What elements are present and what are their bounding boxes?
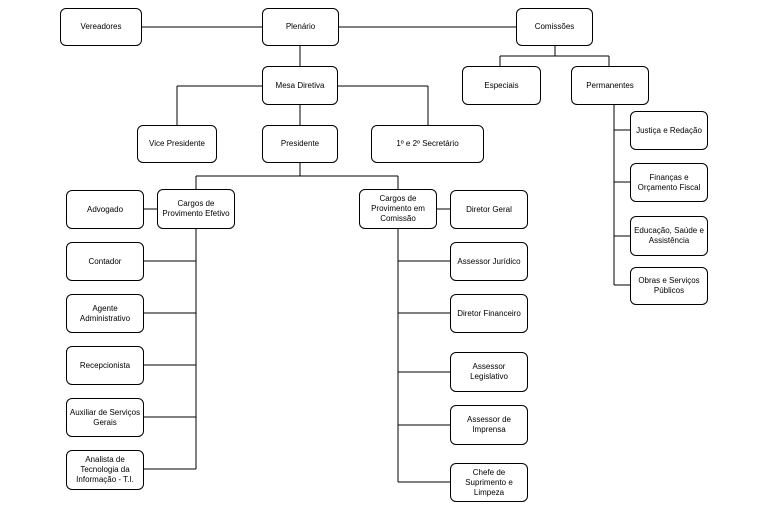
node-advogado: Advogado xyxy=(66,190,144,229)
node-assessor-imprensa: Assessor de Imprensa xyxy=(450,405,528,445)
node-chefe-suprimento: Chefe de Suprimento e Limpeza xyxy=(450,463,528,502)
node-agente-administrativo: Agente Administrativo xyxy=(66,294,144,333)
node-comissoes: Comissões xyxy=(516,8,593,46)
node-analista-ti: Analista de Tecnologia da Informação - T… xyxy=(66,450,144,490)
node-contador: Contador xyxy=(66,242,144,281)
node-assessor-legislativo: Assessor Legislativo xyxy=(450,352,528,392)
node-vice-presidente: Vice Presidente xyxy=(137,125,217,163)
node-cargos-efetivo: Cargos de Provimento Efetivo xyxy=(157,189,235,229)
node-diretor-financeiro: Diretor Financeiro xyxy=(450,294,528,333)
node-cargos-comissao: Cargos de Provimento em Comissão xyxy=(359,189,437,229)
node-assessor-juridico: Assessor Jurídico xyxy=(450,242,528,281)
node-secretario: 1º e 2º Secretário xyxy=(371,125,484,163)
node-especiais: Especiais xyxy=(462,66,541,105)
node-obras: Obras e Serviços Públicos xyxy=(630,267,708,305)
node-vereadores: Vereadores xyxy=(60,8,142,46)
node-educacao: Educação, Saúde e Assistência xyxy=(630,216,708,256)
node-plenario: Plenário xyxy=(262,8,339,46)
node-diretor-geral: Diretor Geral xyxy=(450,190,528,229)
node-financas: Finanças e Orçamento Fiscal xyxy=(630,163,708,202)
node-mesa-diretiva: Mesa Diretiva xyxy=(262,66,338,105)
node-recepcionista: Recepcionista xyxy=(66,346,144,385)
node-presidente: Presidente xyxy=(262,125,338,163)
node-justica: Justiça e Redação xyxy=(630,111,708,150)
node-permanentes: Permanentes xyxy=(571,66,649,105)
node-auxiliar-servicos: Auxiliar de Serviços Gerais xyxy=(66,398,144,437)
